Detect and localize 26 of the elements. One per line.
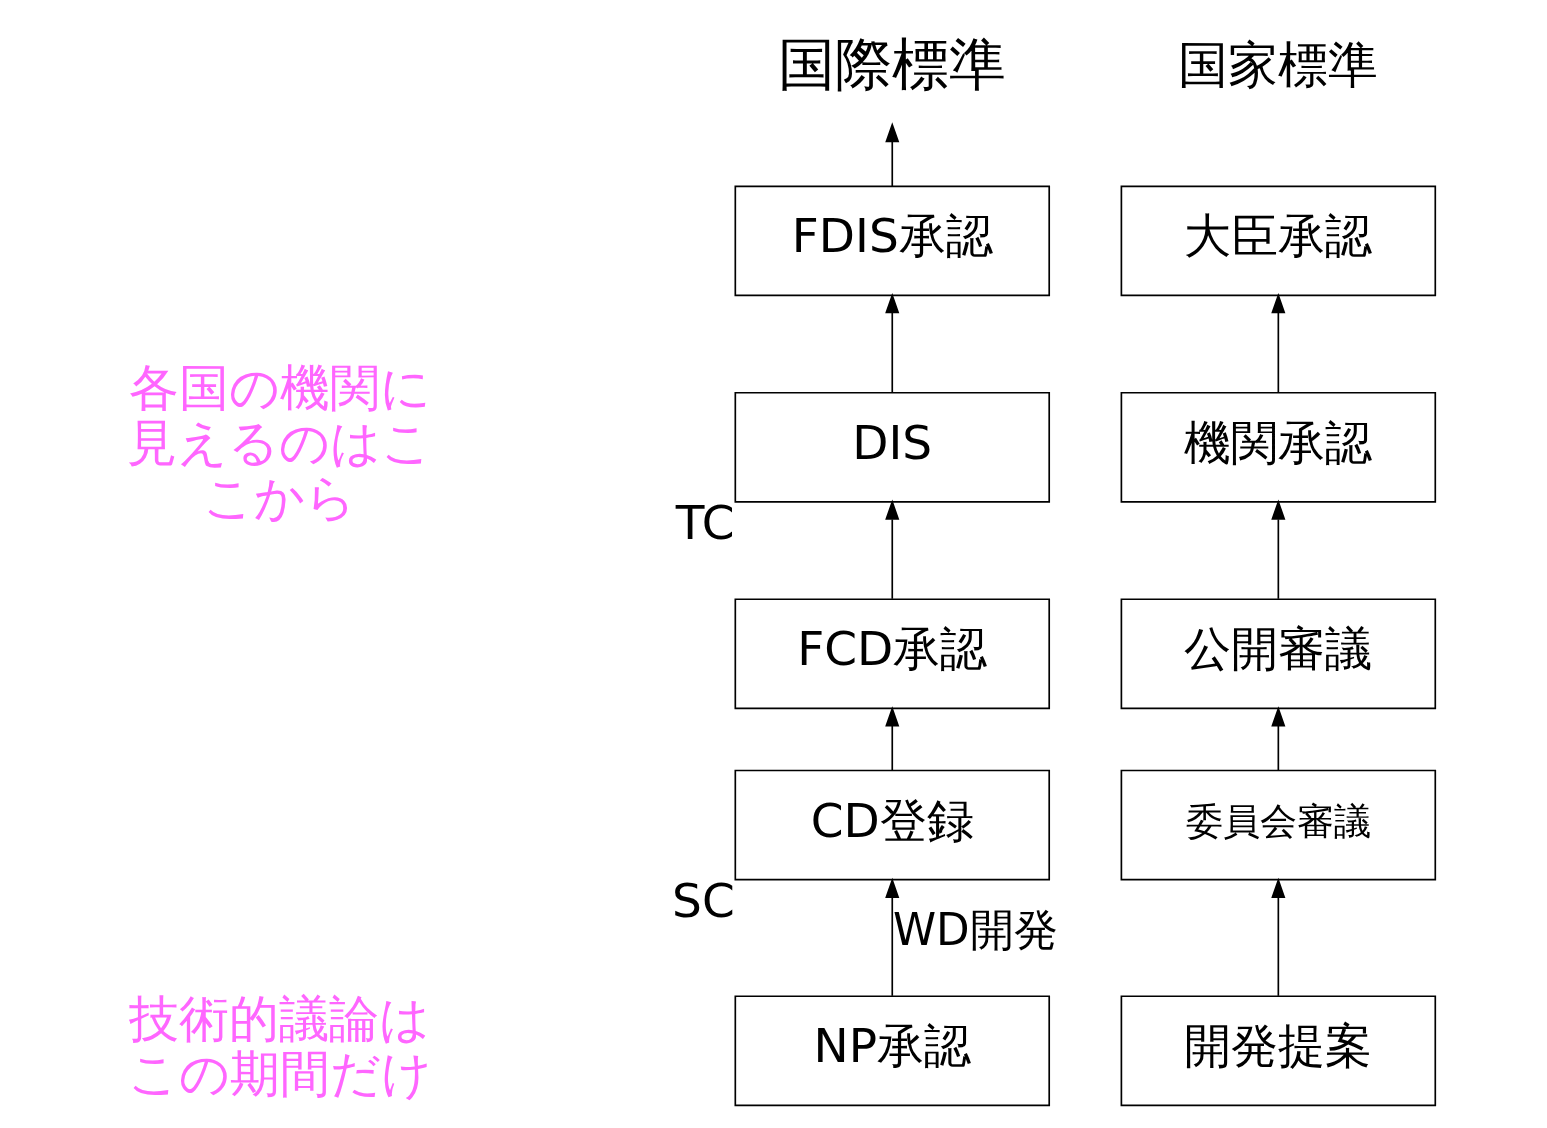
arrow	[1271, 499, 1286, 600]
node-label: SC	[672, 873, 735, 929]
node-box: 機関承認	[1120, 391, 1437, 503]
label: 技術的議論はこの期間だけ	[127, 988, 432, 1104]
arrow	[1271, 706, 1286, 772]
arrow	[885, 706, 900, 772]
node-box: DIS	[734, 391, 1051, 503]
node-label: TC	[675, 495, 735, 551]
node-box: FDIS承認	[734, 185, 1051, 297]
arrow	[1271, 877, 1286, 997]
node-box: NP承認	[734, 995, 1051, 1107]
label: 各国の機関に見えるのはここから	[127, 357, 433, 528]
node-box: CD登録	[734, 769, 1051, 881]
arrow	[885, 499, 900, 600]
node-text: 国際標準	[778, 31, 1007, 98]
arrow	[885, 122, 900, 187]
node-box: 開発提案	[1120, 995, 1437, 1107]
edge-label: WD開発	[892, 903, 1058, 955]
arrow	[885, 293, 900, 394]
label: 国家標準	[1178, 35, 1379, 95]
node-box: FCD承認	[734, 598, 1051, 710]
node-box: 委員会審議	[1120, 769, 1437, 881]
arrow	[885, 877, 900, 997]
node-box: 公開審議	[1120, 598, 1437, 710]
node-box: 大臣承認	[1120, 185, 1437, 297]
arrow	[1271, 293, 1286, 394]
